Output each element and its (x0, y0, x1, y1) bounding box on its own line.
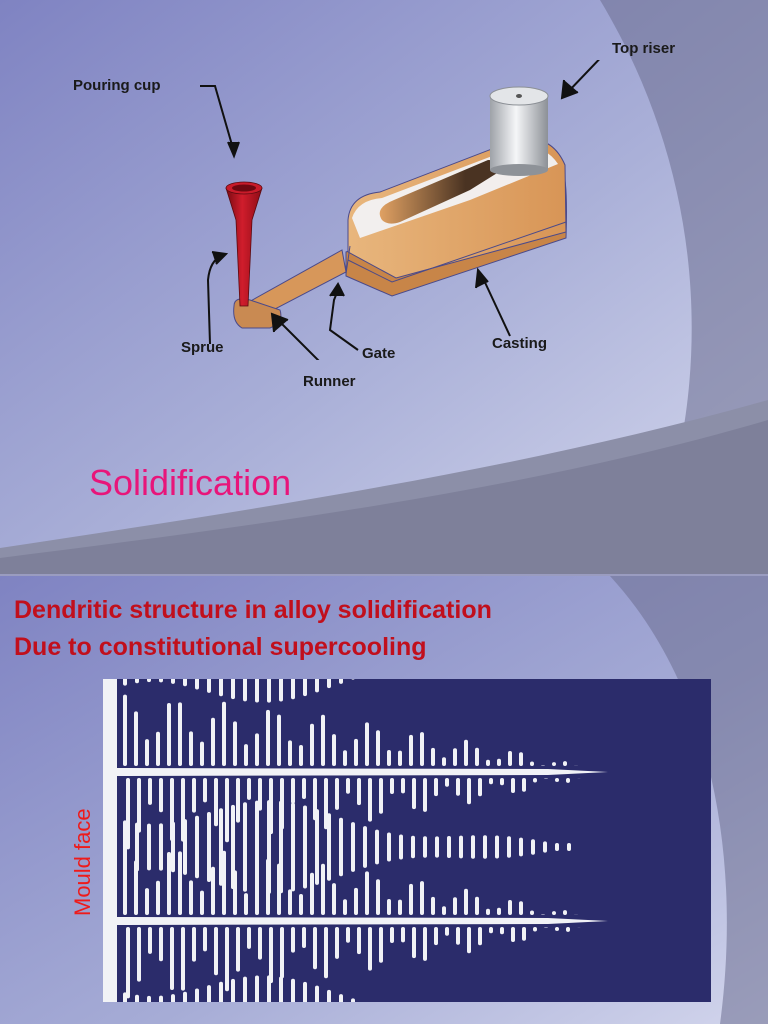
casting-cavity (379, 160, 502, 224)
sprue-shape (225, 181, 263, 307)
casting-diagram (200, 60, 600, 360)
slide-sand-casting: Pouring cup Top riser Sprue Gate Runner … (0, 0, 768, 574)
dendrite-micrograph (103, 679, 711, 1002)
mould-face-label: Mould face (70, 808, 95, 916)
label-sprue: Sprue (181, 339, 224, 356)
slide-title: Solidification (89, 462, 292, 503)
label-top-riser: Top riser (612, 40, 676, 57)
label-pouring-cup: Pouring cup (73, 77, 161, 94)
label-runner: Runner (303, 373, 356, 390)
heading-line-1: Dendritic structure in alloy solidificat… (14, 596, 492, 624)
label-gate: Gate (362, 345, 396, 362)
slide-background (0, 0, 768, 574)
heading-line-2: Due to constitutional supercooling (14, 633, 427, 661)
label-casting: Casting (492, 335, 548, 352)
top-riser-shape (489, 86, 549, 176)
annotation-arrows (200, 60, 600, 360)
